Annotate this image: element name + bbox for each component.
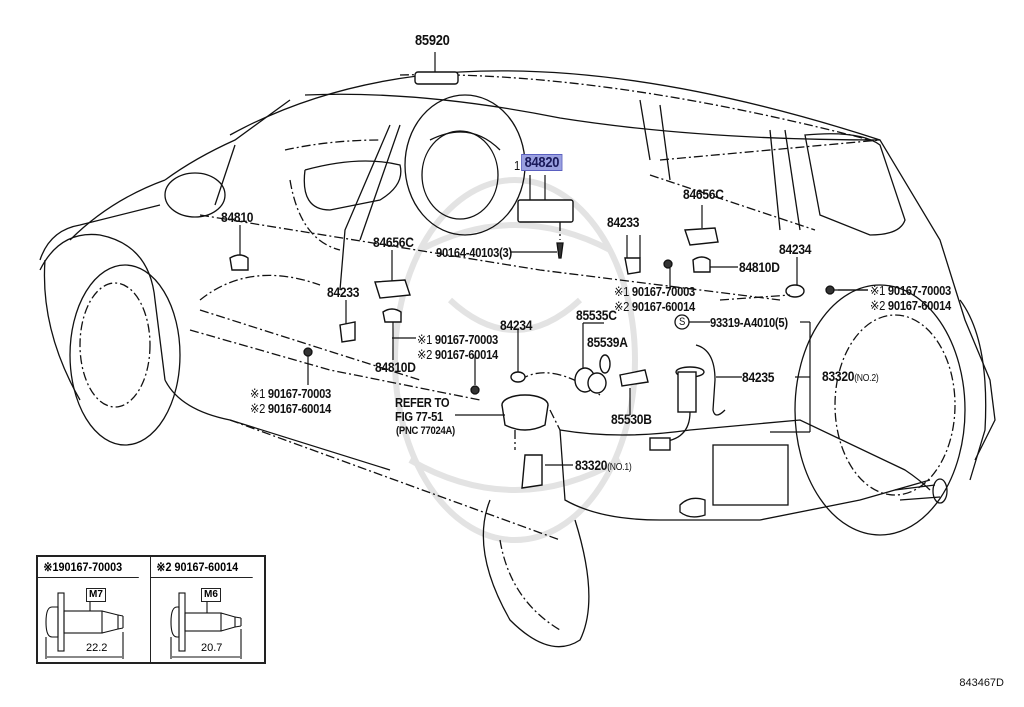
note-mark: ※1 [417, 332, 433, 347]
part-label-84235[interactable]: 84235 [742, 369, 775, 385]
part-label-85530b[interactable]: 85530B [611, 411, 652, 427]
part-label-83320-no2[interactable]: 83320(NO.2) [822, 368, 879, 386]
part-label-85920[interactable]: 85920 [415, 32, 450, 49]
part-label-84810d-left[interactable]: 84810D [375, 359, 416, 375]
part-label-93319-a4010[interactable]: 93319-A4010(5) [710, 315, 788, 330]
part-number: 83320 [822, 368, 855, 384]
fastener-part-number: 90167-60014 [887, 298, 952, 313]
inset-header-1: ※190167-70003 [38, 557, 139, 578]
part-label-85539a[interactable]: 85539A [587, 334, 628, 350]
length-dimension-1: 22.2 [86, 642, 108, 654]
part-label-84656c-left[interactable]: 84656C [373, 234, 414, 250]
thread-size-m7: M7 [86, 588, 106, 602]
fastener-part-number: 90167-70003 [887, 283, 952, 298]
fastener-part-number: 90167-70003 [434, 332, 499, 347]
bolt-m7-drawing [45, 592, 124, 659]
inset-header-2: ※2 90167-60014 [151, 557, 253, 578]
part-84820-index: 1 [514, 158, 520, 173]
refer-note-line1: REFER TO [395, 395, 450, 410]
parts [229, 52, 868, 489]
watermark-emblem [392, 177, 638, 543]
note-mark: ※2 [417, 347, 433, 362]
part-label-84234-right[interactable]: 84234 [779, 241, 812, 257]
length-dimension-2: 20.7 [201, 642, 223, 654]
part-label-84820-highlighted[interactable]: 84820 [521, 154, 563, 171]
fastener-part-number: 90167-60014 [267, 401, 332, 416]
fastener-spec-inset: ※190167-70003 M7 22.2 ※2 90167-60014 M6 … [36, 555, 266, 664]
inset-part-number[interactable]: 90167-60014 [174, 560, 239, 574]
note-mark: ※1 [43, 560, 59, 574]
refer-note-line3: (PNC 77024A) [396, 425, 455, 437]
note-mark: ※1 [614, 284, 630, 299]
part-label-84234-mid[interactable]: 84234 [500, 317, 533, 333]
part-label-84233-right[interactable]: 84233 [607, 214, 640, 230]
part-label-84656c-right[interactable]: 84656C [683, 186, 724, 202]
part-84820-shape [517, 199, 574, 223]
part-label-84233-left[interactable]: 84233 [327, 284, 360, 300]
part-label-83320-no1[interactable]: 83320(NO.1) [575, 457, 632, 475]
part-label-84810[interactable]: 84810 [221, 209, 254, 225]
inset-column-2: ※2 90167-60014 M6 20.7 [151, 557, 264, 662]
thread-size-m6: M6 [201, 588, 221, 602]
part-label-90164-40103[interactable]: 90164-40103(3) [436, 245, 512, 260]
fastener-part-number: 90167-60014 [631, 299, 696, 314]
fastener-callout-center-upper[interactable]: ※1 90167-70003 ※2 90167-60014 [614, 284, 695, 314]
note-mark: ※2 [250, 401, 266, 416]
fastener-part-number: 90167-60014 [434, 347, 499, 362]
inset-part-number[interactable]: 90167-70003 [58, 560, 123, 574]
inset-column-1: ※190167-70003 M7 22.2 [38, 557, 151, 662]
note-mark: ※1 [870, 283, 886, 298]
refer-note-line2[interactable]: FIG 77-51 [395, 409, 444, 424]
bolt-m6-drawing [170, 592, 242, 659]
fastener-callout-left[interactable]: ※1 90167-70003 ※2 90167-60014 [250, 386, 331, 416]
note-mark: ※2 [156, 560, 172, 574]
part-label-85535c[interactable]: 85535C [576, 307, 617, 323]
note-mark: ※1 [250, 386, 266, 401]
part-85920-shape [414, 71, 459, 85]
part-number: 83320 [575, 457, 608, 473]
note-mark: ※2 [614, 299, 630, 314]
fastener-callout-center-lower[interactable]: ※1 90167-70003 ※2 90167-60014 [417, 332, 498, 362]
s-symbol-icon: S [679, 316, 686, 328]
part-variant: (NO.1) [607, 462, 632, 473]
fastener-part-number: 90167-70003 [631, 284, 696, 299]
part-label-84810d-right[interactable]: 84810D [739, 259, 780, 275]
part-variant: (NO.2) [854, 373, 879, 384]
fastener-callout-right[interactable]: ※1 90167-70003 ※2 90167-60014 [870, 283, 951, 313]
note-mark: ※2 [870, 298, 886, 313]
callout-leaders [392, 289, 868, 339]
figure-code: 843467D [959, 677, 1004, 689]
fastener-part-number: 90167-70003 [267, 386, 332, 401]
